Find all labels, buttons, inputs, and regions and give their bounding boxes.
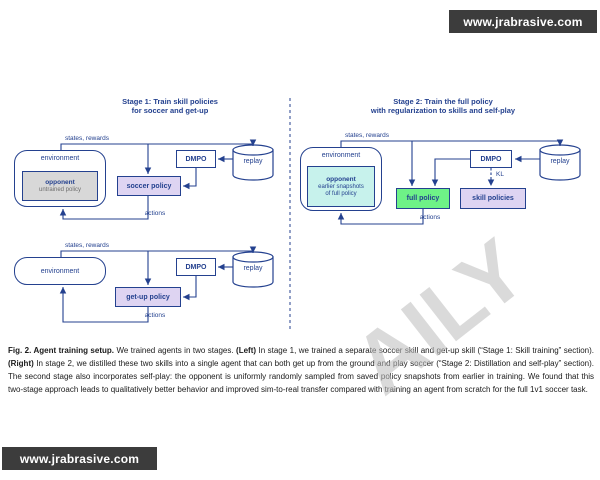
stage1-getup-arrows	[59, 246, 257, 323]
stage2-title-line1: Stage 2: Train the full policy	[393, 97, 493, 106]
stage1-title-line1: Stage 1: Train skill policies	[122, 97, 218, 106]
dmpo-box-stage2: DMPO	[470, 150, 512, 168]
actions-label-stage2: actions	[419, 214, 441, 221]
replay-label-stage2: replay	[550, 158, 570, 165]
states-rewards-label-stage2: states, rewards	[344, 132, 390, 139]
replay-label-soccer: replay	[243, 158, 263, 165]
caption-text: In stage 2, we distilled these two skill…	[8, 359, 594, 394]
caption-figure-label: Fig. 2. Agent training setup.	[8, 346, 114, 355]
caption-text: In stage 1, we trained a separate soccer…	[256, 346, 595, 355]
stage1-title: Stage 1: Train skill policies for soccer…	[90, 97, 250, 115]
environment-box-getup: environment	[14, 257, 106, 285]
opponent-box-soccer: opponent untrained policy	[22, 171, 98, 201]
stage1-title-line2: for soccer and get-up	[131, 106, 209, 115]
dmpo-box-soccer: DMPO	[176, 150, 216, 168]
opponent-note-soccer: untrained policy	[38, 186, 82, 193]
caption-right-marker: (Right)	[8, 359, 34, 368]
stage1-soccer-arrows	[59, 139, 257, 220]
watermark-bottom-left: www.jrabrasive.com	[2, 447, 157, 470]
states-rewards-label-getup: states, rewards	[64, 242, 110, 249]
actions-label-soccer: actions	[144, 210, 166, 217]
figure-caption: Fig. 2. Agent training setup. We trained…	[8, 344, 594, 396]
environment-box-soccer: environment opponent untrained policy	[14, 150, 106, 207]
skill-policies-box: skill policies	[460, 188, 526, 209]
stage2-title: Stage 2: Train the full policy with regu…	[330, 97, 556, 115]
kl-label: KL	[496, 171, 504, 178]
watermark-top-right: www.jrabrasive.com	[449, 10, 597, 33]
stage2-arrows	[337, 139, 564, 225]
getup-policy-box: get-up policy	[115, 287, 181, 307]
opponent-label-stage2: opponent	[326, 175, 356, 183]
environment-label-soccer: environment	[40, 155, 80, 162]
environment-label-getup: environment	[40, 267, 80, 275]
caption-text: We trained agents in two stages.	[114, 346, 237, 355]
opponent-note-line2: of full policy	[325, 190, 357, 197]
soccer-policy-box: soccer policy	[117, 176, 181, 196]
dmpo-box-getup: DMPO	[176, 258, 216, 276]
full-policy-box: full policy	[396, 188, 450, 209]
replay-label-getup: replay	[243, 265, 263, 272]
caption-left-marker: (Left)	[236, 346, 257, 355]
opponent-label-soccer: opponent	[45, 178, 75, 186]
replay-cylinder-soccer	[232, 144, 274, 181]
actions-label-getup: actions	[144, 312, 166, 319]
stage2-title-line2: with regularization to skills and self-p…	[370, 106, 516, 115]
replay-cylinder-getup	[232, 251, 274, 288]
environment-label-stage2: environment	[321, 152, 361, 159]
environment-box-stage2: environment opponent earlier snapshots o…	[300, 147, 382, 211]
opponent-note-line1: earlier snapshots	[318, 183, 364, 190]
states-rewards-label-soccer: states, rewards	[64, 135, 110, 142]
opponent-box-stage2: opponent earlier snapshots of full polic…	[307, 166, 375, 207]
